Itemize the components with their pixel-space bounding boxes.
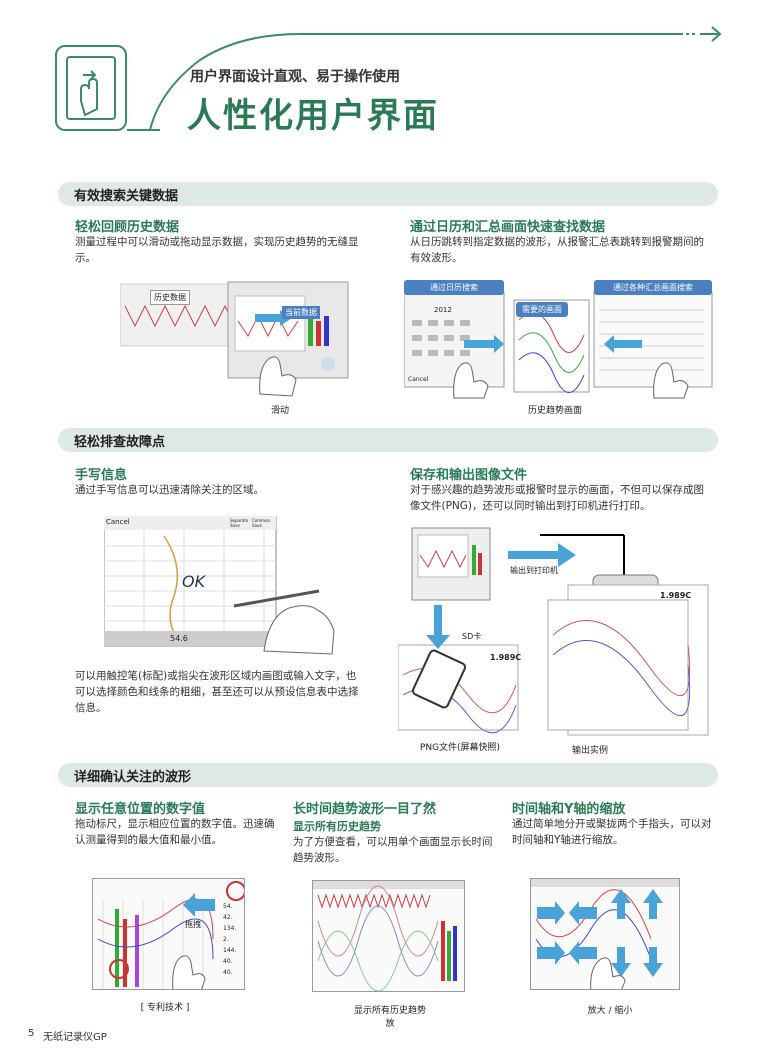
value-cell: 144. (223, 947, 237, 954)
tool-common-save: Common Save (252, 518, 271, 528)
printer-label: 输出到打印机 (510, 566, 558, 575)
text-zoom: 通过简单地分开或聚拢两个手指头，可以对时间轴和Y轴进行缩放。 (512, 818, 712, 846)
subheading-all-trend: 显示所有历史趋势 (293, 820, 381, 833)
value-cell: 40. (223, 969, 233, 976)
text-numeric: 拖动标尺，显示相应位置的数字值。迅速确认测量得到的最大值和最小值。 (75, 818, 275, 846)
caption-png: PNG文件(屏幕快照) (419, 743, 501, 753)
zoom-screen (530, 878, 680, 990)
text-history: 测量过程中可以滑动或拖动显示数据，实现历史趋势的无缝显示。 (75, 236, 359, 264)
label-current-data: 当前数据 (282, 306, 320, 319)
value-cell: 42. (223, 914, 233, 921)
page-title: 人性化用户界面 (187, 96, 439, 136)
heading-calendar: 通过日历和汇总画面快速查找数据 (410, 220, 606, 235)
heading-numeric: 显示任意位置的数字值 (75, 802, 206, 817)
reading-png: 1.989C (490, 653, 522, 662)
tag-needed-screen: 需要的画面 (516, 302, 568, 317)
reading-print: 1.989C (660, 591, 692, 600)
calendar-cancel: Cancel (408, 376, 429, 383)
heading-save-output: 保存和输出图像文件 (410, 468, 528, 483)
value-cell: 134. (223, 925, 237, 932)
tag-calendar-search: 通过日历搜索 (404, 280, 504, 295)
text-save-output: 对于感兴趣的趋势波形或报警时显示的画面，不但可以保存成图像文件(PNG)，还可以… (410, 484, 704, 512)
calendar-figure: 通过日历搜索 需要的画面 通过各种汇总画面搜索 2012 Cancel (403, 280, 714, 400)
value-cell: 40. (223, 958, 233, 965)
value-reading: 54.6 (170, 634, 188, 643)
drag-label: 拖拽 (185, 920, 201, 929)
section-bar-troubleshoot: 轻松排查故障点 (58, 428, 718, 452)
section-title: 有效搜索关键数据 (74, 189, 179, 204)
section-title: 详细确认关注的波形 (74, 770, 192, 785)
handwriting-figure: Cancel Separate Save Common Save OK 54.6 (103, 515, 372, 656)
numeric-screen: 54. 42. 134. 2. 144. 40. 40. 拖拽 (92, 878, 245, 990)
ok-handwriting: OK (182, 572, 206, 591)
footer-title: 无纸记录仪GP (43, 1032, 107, 1043)
sd-label: SD卡 (462, 632, 482, 641)
section-title: 轻松排查故障点 (74, 435, 166, 450)
tag-summary-search: 通过各种汇总画面搜索 (594, 280, 712, 295)
heading-zoom: 时间轴和Y轴的缩放 (512, 802, 626, 817)
value-cell: 2. (223, 936, 229, 943)
header-arrow-line (127, 26, 722, 131)
tool-separate-save: Separate Save (230, 518, 249, 528)
cancel-label: Cancel (106, 518, 130, 526)
heading-history: 轻松回顾历史数据 (75, 220, 180, 235)
caption-history-trend: 历史趋势画面 (527, 406, 582, 416)
value-cell: 54. (223, 903, 233, 910)
section-bar-waveform: 详细确认关注的波形 (58, 763, 718, 787)
text-long-trend: 为了方便查看，可以用单个画面显示长时间趋势波形。 (293, 836, 493, 864)
heading-long-trend: 长时间趋势波形一目了然 (293, 802, 437, 817)
caption-patent: [ 专利技术 ] (140, 1003, 190, 1013)
page-number: 5 (28, 1028, 35, 1039)
text-handwriting-2: 可以用触控笔(标配)或指尖在波形区域内画图或输入文字，也可以选择颜色和线条的粗细… (75, 670, 359, 714)
calendar-year: 2012 (434, 306, 452, 314)
text-calendar: 从日历跳转到指定数据的波形，从报警汇总表跳转到报警期间的有效波形。 (410, 236, 704, 264)
value-column: 54. 42. 134. 2. 144. 40. 40. (223, 901, 244, 978)
caption-slide: 滑动 (270, 406, 289, 416)
history-figure: 历史数据 当前数据 (119, 276, 350, 401)
label-history-data: 历史数据 (150, 290, 190, 305)
touch-hand-icon (55, 45, 127, 131)
long-trend-screen (312, 880, 465, 992)
section-bar-search: 有效搜索关键数据 (58, 182, 718, 206)
caption-output: 输出实例 (571, 746, 608, 756)
caption-all-trend: 显示所有历史趋势放 (353, 1006, 426, 1029)
caption-zoom: 放大 / 缩小 (587, 1006, 633, 1016)
text-handwriting: 通过手写信息可以迅速清除关注的区域。 (75, 484, 264, 496)
page-subtitle: 用户界面设计直观、易于操作使用 (190, 69, 400, 85)
heading-handwriting: 手写信息 (75, 468, 128, 483)
save-output-figure: 输出到打印机 SD卡 1.989C 1.989C (397, 525, 718, 740)
